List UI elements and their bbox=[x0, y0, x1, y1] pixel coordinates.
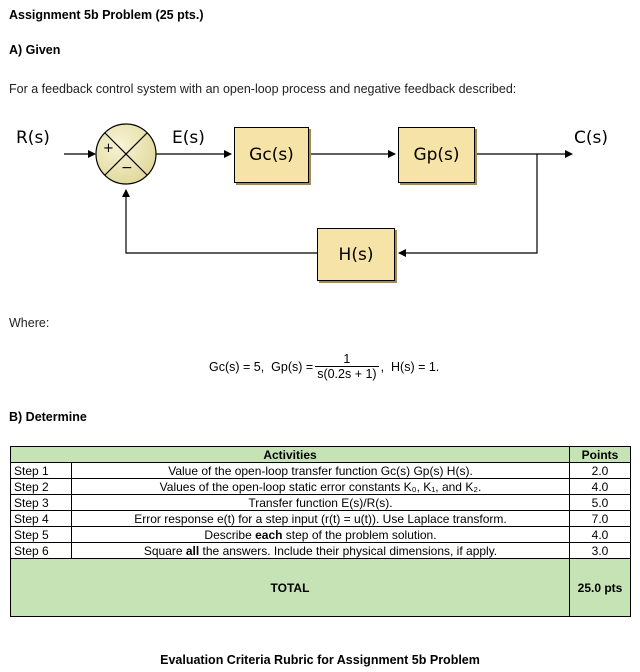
gc-gp-equation-text: Gc(s) = 5, Gp(s) = bbox=[209, 359, 314, 374]
gp-block: Gp(s) bbox=[398, 127, 475, 183]
activity-text: Value of the open-loop transfer function… bbox=[71, 462, 570, 479]
plus-sign: + bbox=[103, 141, 114, 156]
table-row: Step 6 Square all the answers. Include t… bbox=[10, 542, 631, 559]
activity-text-bold: all bbox=[185, 543, 200, 558]
gp-denominator: s(0.2s + 1) bbox=[315, 366, 379, 381]
activity-text: Values of the open-loop static error con… bbox=[71, 478, 570, 495]
step-label: Step 1 bbox=[10, 462, 72, 479]
total-points: 25.0 pts bbox=[569, 558, 631, 617]
activity-text: Describe each step of the problem soluti… bbox=[71, 526, 570, 543]
points-value: 2.0 bbox=[569, 462, 631, 479]
gc-block: Gc(s) bbox=[234, 127, 309, 183]
total-row: TOTAL 25.0 pts bbox=[10, 558, 631, 617]
points-value: 3.0 bbox=[569, 542, 631, 559]
h-equation-text: , H(s) = 1. bbox=[380, 359, 440, 374]
points-value: 4.0 bbox=[569, 478, 631, 495]
points-value: 5.0 bbox=[569, 494, 631, 511]
input-label: R(s) bbox=[16, 128, 50, 148]
activity-text-part: Square bbox=[143, 543, 186, 558]
table-row: Step 5 Describe each step of the problem… bbox=[10, 526, 631, 543]
where-label: Where: bbox=[9, 316, 50, 330]
step-label: Step 6 bbox=[10, 542, 72, 559]
table-row: Step 2 Values of the open-loop static er… bbox=[10, 478, 631, 495]
table-header-row: Activities Points bbox=[10, 446, 631, 463]
table-row: Step 1 Value of the open-loop transfer f… bbox=[10, 462, 631, 479]
minus-sign: − bbox=[121, 160, 133, 176]
rubric-table: Activities Points Step 1 Value of the op… bbox=[10, 446, 631, 617]
feedback-line-left bbox=[122, 189, 318, 254]
determine-heading: B) Determine bbox=[9, 410, 87, 424]
points-value: 4.0 bbox=[569, 526, 631, 543]
header-points: Points bbox=[569, 446, 631, 463]
gp-fraction: 1 s(0.2s + 1) bbox=[315, 352, 379, 381]
table-row: Step 4 Error response e(t) for a step in… bbox=[10, 510, 631, 527]
step-label: Step 3 bbox=[10, 494, 72, 511]
gp-numerator: 1 bbox=[343, 352, 351, 366]
given-heading: A) Given bbox=[9, 43, 61, 57]
output-label: C(s) bbox=[574, 128, 608, 148]
header-activities: Activities bbox=[10, 446, 570, 463]
activity-text: Square all the answers. Include their ph… bbox=[71, 542, 570, 559]
points-value: 7.0 bbox=[569, 510, 631, 527]
activity-text-part: step of the problem solution. bbox=[282, 527, 437, 542]
assignment-title: Assignment 5b Problem (25 pts.) bbox=[9, 8, 204, 22]
step-label: Step 2 bbox=[10, 478, 72, 495]
step-label: Step 4 bbox=[10, 510, 72, 527]
given-equation: Gc(s) = 5, Gp(s) = 1 s(0.2s + 1) , H(s) … bbox=[209, 352, 439, 381]
h-block: H(s) bbox=[317, 228, 395, 281]
total-label: TOTAL bbox=[10, 558, 570, 617]
feedback-line-right bbox=[398, 154, 538, 257]
intro-text: For a feedback control system with an op… bbox=[9, 82, 517, 96]
activity-text: Error response e(t) for a step input (r(… bbox=[71, 510, 570, 527]
step-label: Step 5 bbox=[10, 526, 72, 543]
block-diagram bbox=[64, 123, 573, 257]
activity-text-part: Describe bbox=[204, 527, 256, 542]
table-row: Step 3 Transfer function E(s)/R(s). 5.0 bbox=[10, 494, 631, 511]
activity-text-bold: each bbox=[255, 527, 283, 542]
table-caption: Evaluation Criteria Rubric for Assignmen… bbox=[160, 653, 480, 667]
activity-text-part: the answers. Include their physical dime… bbox=[199, 543, 498, 558]
activity-text: Transfer function E(s)/R(s). bbox=[71, 494, 570, 511]
error-label: E(s) bbox=[172, 128, 205, 148]
